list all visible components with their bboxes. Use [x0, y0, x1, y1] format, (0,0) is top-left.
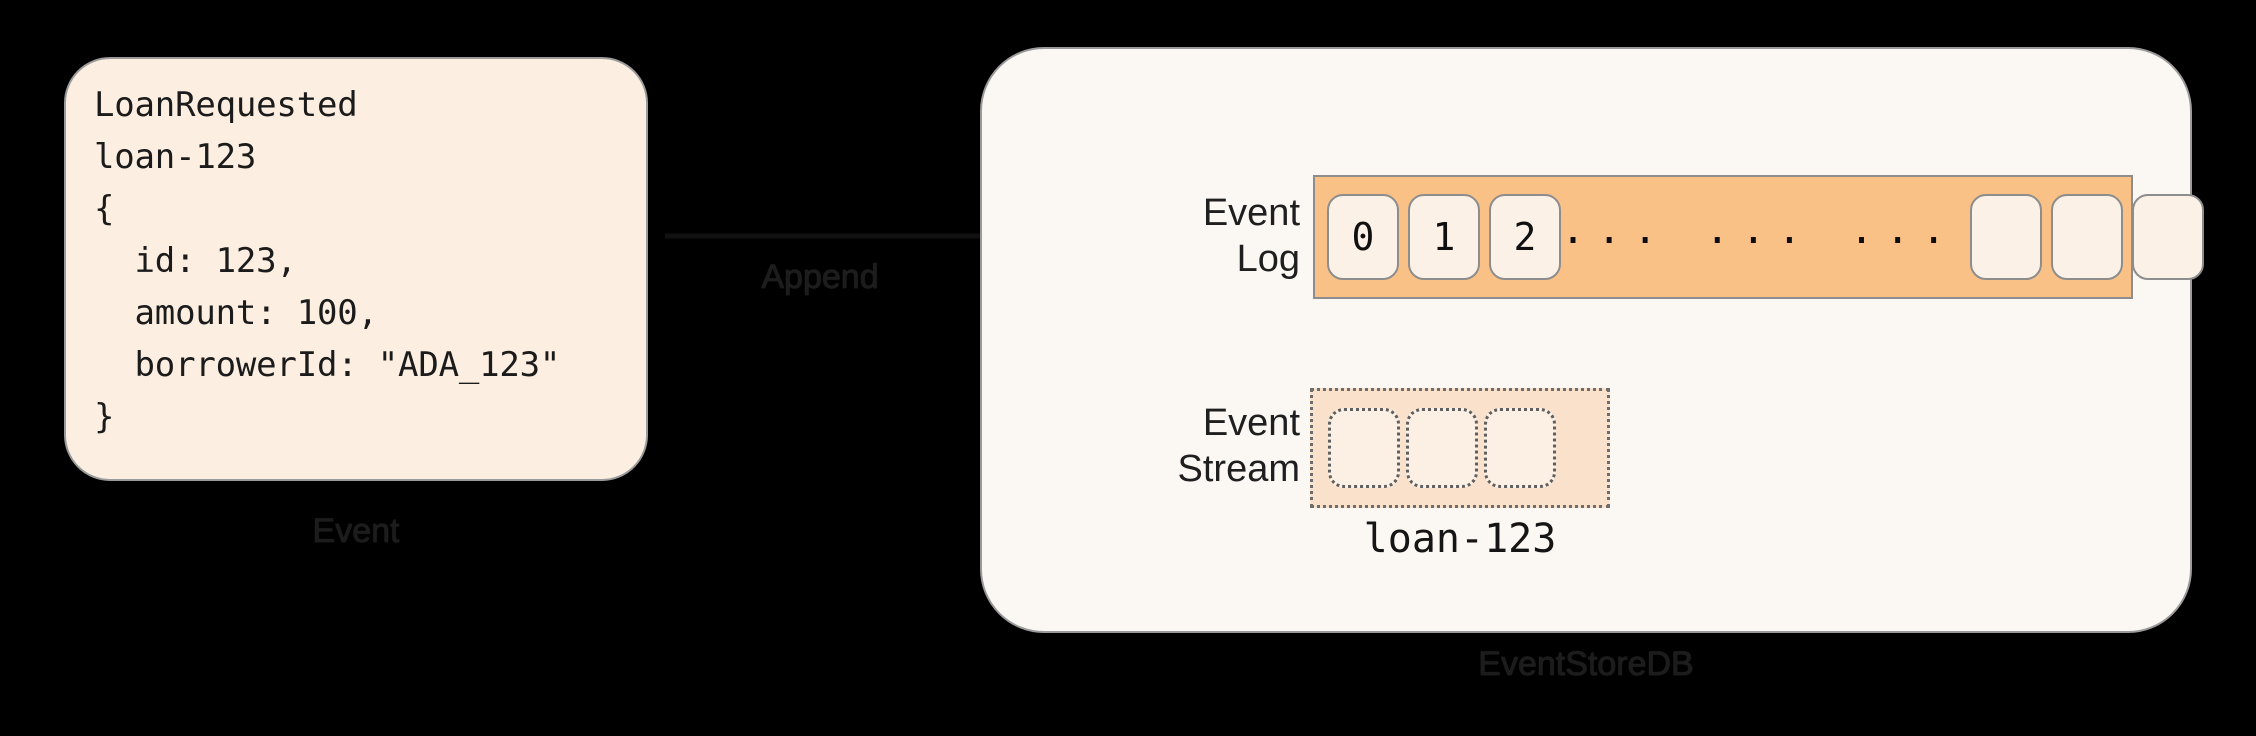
event-log-cell[interactable]: 1 — [1408, 194, 1480, 280]
event-stream-cell[interactable] — [1484, 408, 1556, 488]
event-stream-caption: loan-123 — [1363, 516, 1557, 562]
event-log-trailing-cells — [1958, 194, 2204, 280]
event-log-cell-empty[interactable] — [2131, 194, 2204, 280]
append-label: Append — [761, 258, 879, 296]
event-log-ellipsis: ... ... ... — [1561, 207, 1958, 253]
event-log-cell[interactable]: 2 — [1489, 194, 1561, 280]
event-payload-code: LoanRequested loan-123 { id: 123, amount… — [94, 85, 561, 437]
event-log-cell[interactable]: 0 — [1327, 194, 1399, 280]
event-log-cell-empty[interactable] — [2050, 194, 2123, 280]
event-stream-box — [1310, 388, 1610, 508]
event-stream-label: Event Stream — [1177, 402, 1300, 490]
eventstore-caption: EventStoreDB — [1478, 645, 1694, 683]
event-stream-cell[interactable] — [1406, 408, 1478, 488]
event-log-label: Event Log — [1202, 192, 1300, 280]
event-log-cell-empty[interactable] — [1969, 194, 2042, 280]
eventstore-container — [980, 47, 2192, 633]
event-card: LoanRequested loan-123 { id: 123, amount… — [64, 57, 648, 481]
event-stream-cell[interactable] — [1328, 408, 1400, 488]
event-log-bar: 0 1 2 ... ... ... — [1313, 175, 2204, 299]
event-card-caption: Event — [312, 512, 400, 550]
